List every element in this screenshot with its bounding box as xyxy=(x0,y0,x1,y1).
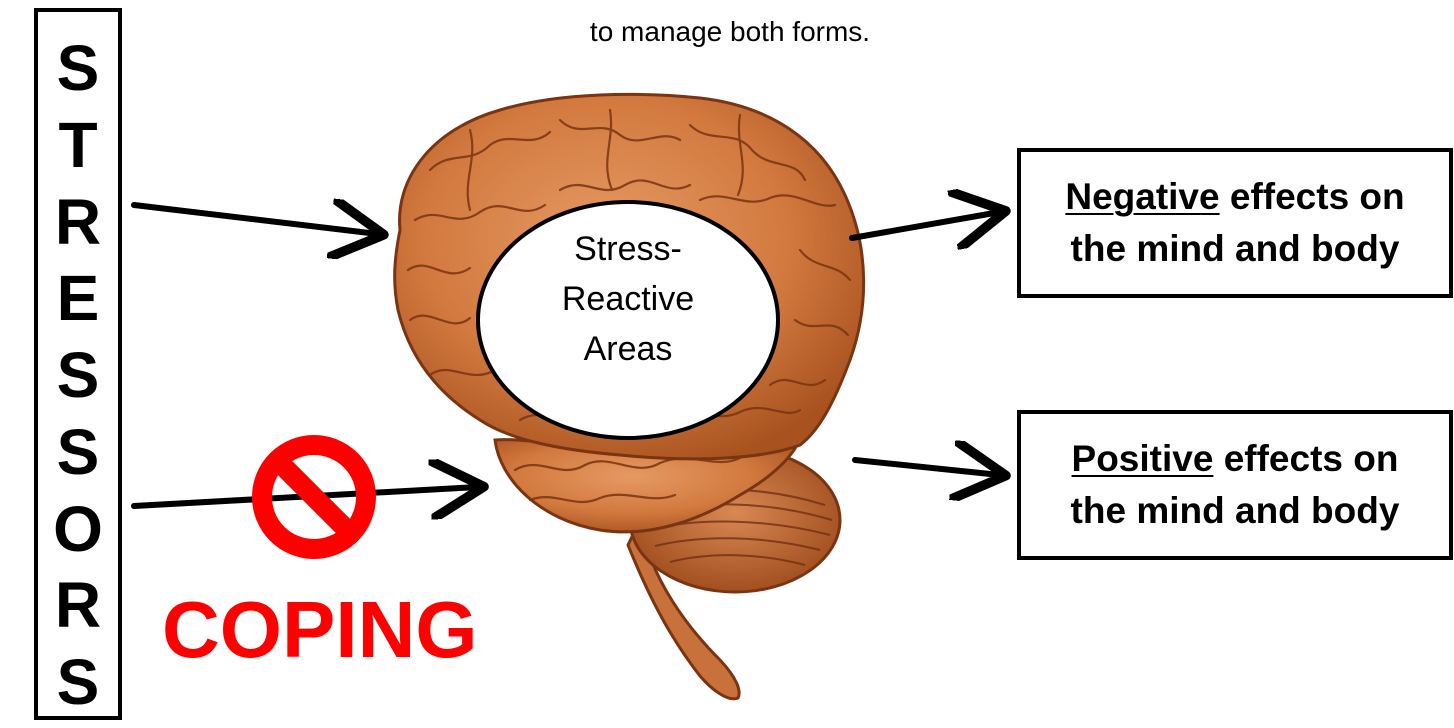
stressors-letter: T xyxy=(58,117,97,173)
center-label-line: Reactive xyxy=(478,274,778,324)
positive-rest: effects on xyxy=(1224,438,1399,479)
stressors-letter: S xyxy=(57,40,100,96)
negative-effects-line-1: Negative effects on xyxy=(1065,171,1404,223)
positive-effects-line-2: the mind and body xyxy=(1071,485,1400,537)
center-label-line: Areas xyxy=(478,324,778,374)
stressors-box: S T R E S S O R S xyxy=(34,8,122,720)
coping-label: COPING xyxy=(162,584,478,676)
stressors-letter: O xyxy=(53,501,103,557)
negative-effects-arrow xyxy=(852,212,1000,238)
stressors-letter: S xyxy=(57,347,100,403)
positive-effects-box: Positive effects on the mind and body xyxy=(1017,410,1453,560)
center-label-line: Stress- xyxy=(478,224,778,274)
stressors-to-brain-arrow xyxy=(134,205,378,234)
top-caption: to manage both forms. xyxy=(500,12,960,52)
positive-effects-arrow xyxy=(855,460,1000,475)
negative-effects-box: Negative effects on the mind and body xyxy=(1017,148,1453,298)
stressors-letter: R xyxy=(55,194,101,250)
stress-reactive-areas-label: Stress- Reactive Areas xyxy=(478,224,778,374)
stressors-letter: E xyxy=(57,270,100,326)
stressors-letter: S xyxy=(57,654,100,710)
negative-effects-line-2: the mind and body xyxy=(1071,223,1400,275)
stressors-letter: S xyxy=(57,424,100,480)
positive-effects-line-1: Positive effects on xyxy=(1072,433,1399,485)
negative-rest: effects on xyxy=(1230,176,1405,217)
negative-keyword: Negative xyxy=(1065,176,1219,217)
positive-keyword: Positive xyxy=(1072,438,1214,479)
stressors-letter: R xyxy=(55,577,101,633)
